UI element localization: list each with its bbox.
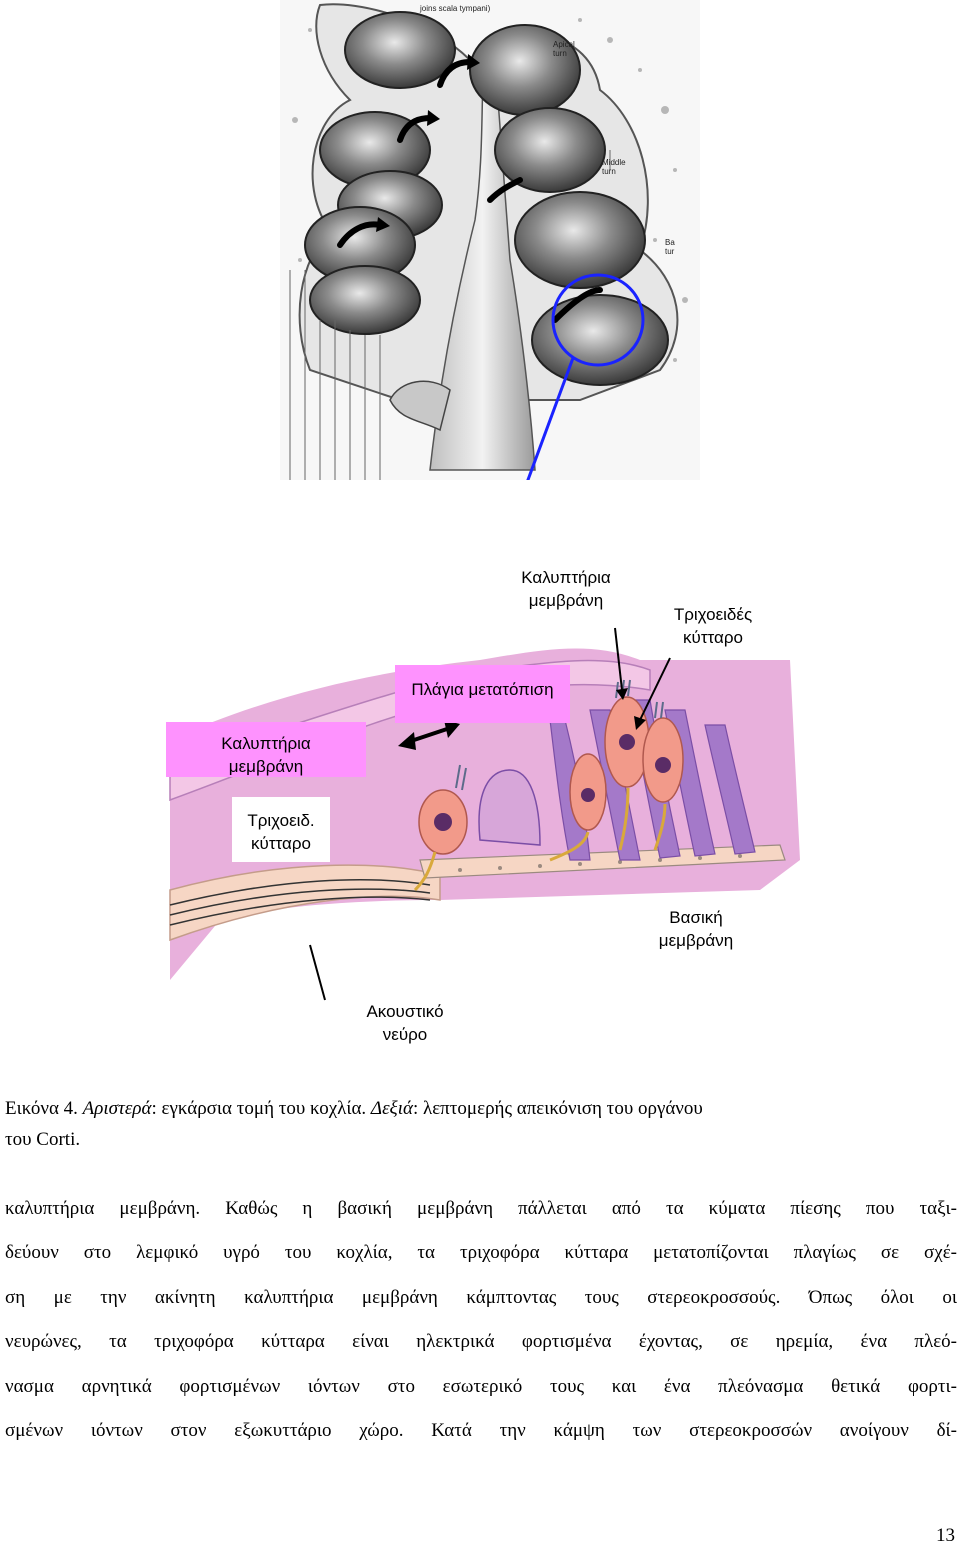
pointer-hair-cell <box>639 657 671 721</box>
label-basilar: Βασική μεμβράνη <box>658 908 734 950</box>
label-tectorial-left: Καλυπτήρια μεμβράνη <box>166 722 366 777</box>
nerve-bundle <box>389 380 451 432</box>
caption-prefix: Εικόνα 4. <box>5 1098 83 1119</box>
caption-right-label: Δεξιά <box>370 1098 413 1119</box>
chamber-apical-right <box>469 24 581 116</box>
pointer-tectorial <box>614 627 623 691</box>
caption-line-2: του Corti. <box>5 1129 81 1150</box>
caption-line-1: Εικόνα 4. Αριστερά: εγκάρσια τομή του κο… <box>5 1093 960 1124</box>
pointer-nerve <box>309 944 326 1001</box>
chamber-basal-right-2 <box>531 294 669 386</box>
label-tectorial-top: Καλυπτήρια μεμβράνη <box>521 568 611 610</box>
basilar-dots <box>458 854 742 872</box>
tunnel-of-corti <box>478 769 541 846</box>
flow-arrows <box>337 59 603 323</box>
body-line-3: ση με την ακίνητη καλυπτήρια μεμβράνη κά… <box>5 1287 957 1308</box>
caption-right-text: : λεπτομερής απεικόνιση του οργάνου <box>412 1098 703 1119</box>
caption-left-label: Αριστερά <box>82 1098 152 1119</box>
chamber-apical-left <box>344 11 456 89</box>
body-line-2: δεύουν στο λεμφικό υγρό του κοχλία, τα τ… <box>5 1242 957 1263</box>
pointer-hair-cell-head <box>634 716 646 730</box>
label-hair-cell-top: Τριχοειδές κύτταρο <box>673 605 753 647</box>
nerve-fibers <box>169 879 431 926</box>
pointer-tectorial-head <box>616 688 628 700</box>
apical-turn-label: Apical turn <box>553 40 575 58</box>
body-line-1: καλυπτήρια μεμβράνη. Καθώς η βασική μεμβ… <box>5 1198 957 1219</box>
chamber-basal-right-1 <box>514 191 646 289</box>
nuclei <box>434 734 671 831</box>
label-nerve: Ακουστικό νεύρο <box>366 1002 444 1044</box>
nerve-channel <box>169 864 441 942</box>
basal-turn-label: Ba tur <box>665 238 675 256</box>
scala-label: joins scala tympani) <box>420 4 491 13</box>
label-hair-cell-left: Τριχοειδ. κύτταρο <box>232 797 330 862</box>
label-lateral-shift: Πλάγια μετατόπιση <box>395 665 570 723</box>
body-line-5: νασμα αρνητικά φορτισμένων ιόντων στο εσ… <box>5 1376 957 1397</box>
caption-left-text: : εγκάρσια τομή του κοχλία. <box>151 1098 371 1119</box>
lateral-shift-arrow <box>398 720 460 750</box>
highlight-circle <box>551 273 645 367</box>
body-line-6: σμένων ιόντων στον εξωκυττάριο χώρο. Κατ… <box>5 1420 957 1441</box>
cochlea-illustration <box>280 0 700 516</box>
stereocilia <box>455 679 664 791</box>
chamber-middle-right <box>494 107 606 193</box>
label-guide-lines <box>289 150 611 480</box>
page-number: 13 <box>936 1525 955 1546</box>
chamber-basal-left-2 <box>309 265 421 335</box>
arrowheads <box>376 54 480 232</box>
figure-caption: Εικόνα 4. Αριστερά: εγκάρσια τομή του κο… <box>5 1093 960 1155</box>
cochlea-cross-section-figure: joins scala tympani) Apical turn Middle … <box>280 0 700 516</box>
nerve-endings <box>413 787 667 892</box>
middle-turn-label: Middle turn <box>602 158 626 176</box>
body-line-4: νευρώνες, τα τριχοφόρα κύτταρα είναι ηλε… <box>5 1331 957 1352</box>
